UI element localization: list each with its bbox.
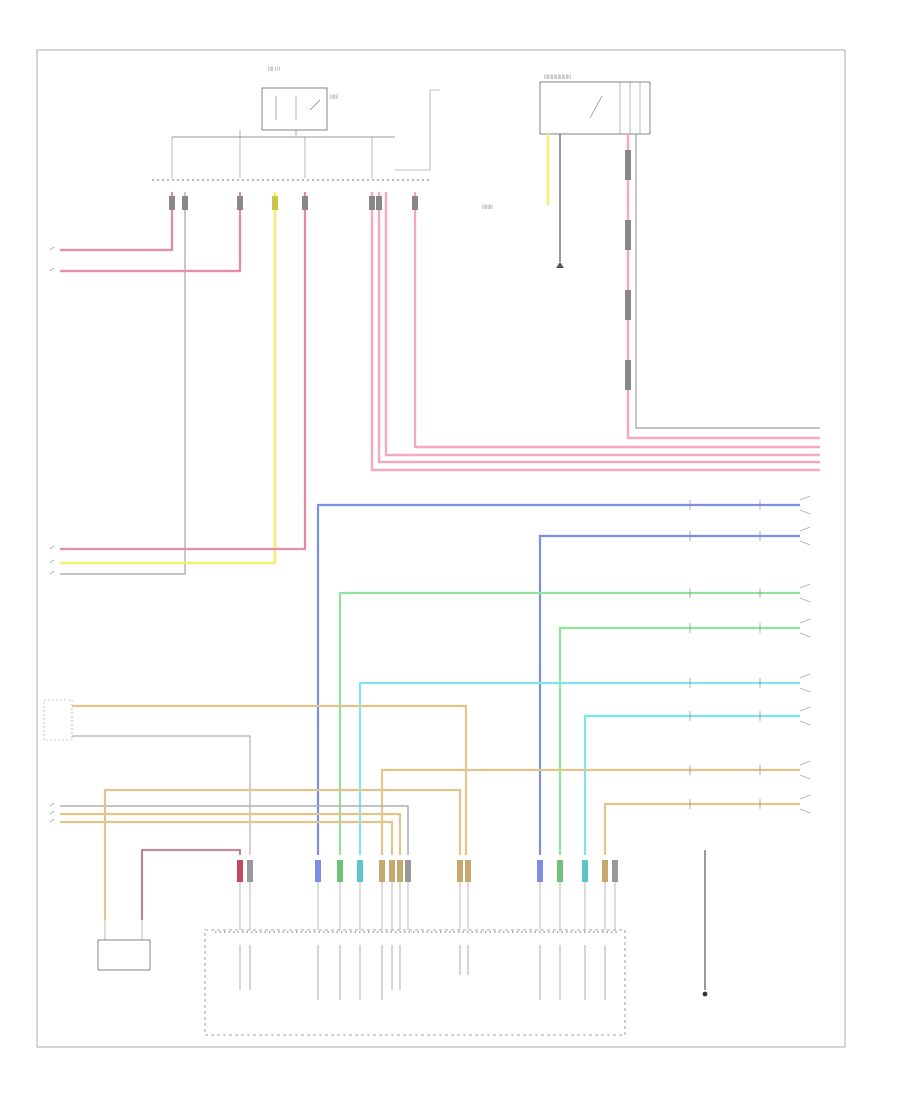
- control-module: [204, 929, 626, 1036]
- module-connector-stubs: [237, 860, 618, 882]
- left-terminal-marks: [49, 246, 55, 823]
- small-sensor-box: [97, 939, 151, 971]
- relay-top-label: |||| | ||: [268, 66, 280, 71]
- diagram-frame: [36, 49, 846, 1048]
- module-pin-labels: [239, 945, 606, 1000]
- fuse-group: [171, 137, 373, 178]
- relay-side-label: ||||||: [330, 94, 338, 99]
- sensor-wire-harness: [316, 503, 800, 855]
- relay-box: [261, 87, 328, 131]
- switch-box: [539, 81, 651, 135]
- ground-point-icon: [702, 991, 708, 997]
- top-wire-harness: [60, 134, 820, 575]
- switch-module: |||||||||||||||||||| ||||||||: [482, 74, 651, 268]
- lead-label: ||||||||: [482, 204, 493, 209]
- control-module-box: [204, 929, 626, 1036]
- right-connector-marks: [689, 500, 761, 809]
- module-lower-stubs: [239, 882, 616, 930]
- switch-module-label: ||||||||||||||||||||: [544, 74, 571, 79]
- right-sensor-terminals: [799, 495, 811, 814]
- relay-fuse-block: |||| | || ||||||: [152, 66, 440, 181]
- bottom-left-harness: [43, 699, 468, 920]
- ground-symbol: [556, 262, 564, 268]
- ground-lead: [702, 850, 708, 997]
- top-connector-stubs: [169, 150, 631, 390]
